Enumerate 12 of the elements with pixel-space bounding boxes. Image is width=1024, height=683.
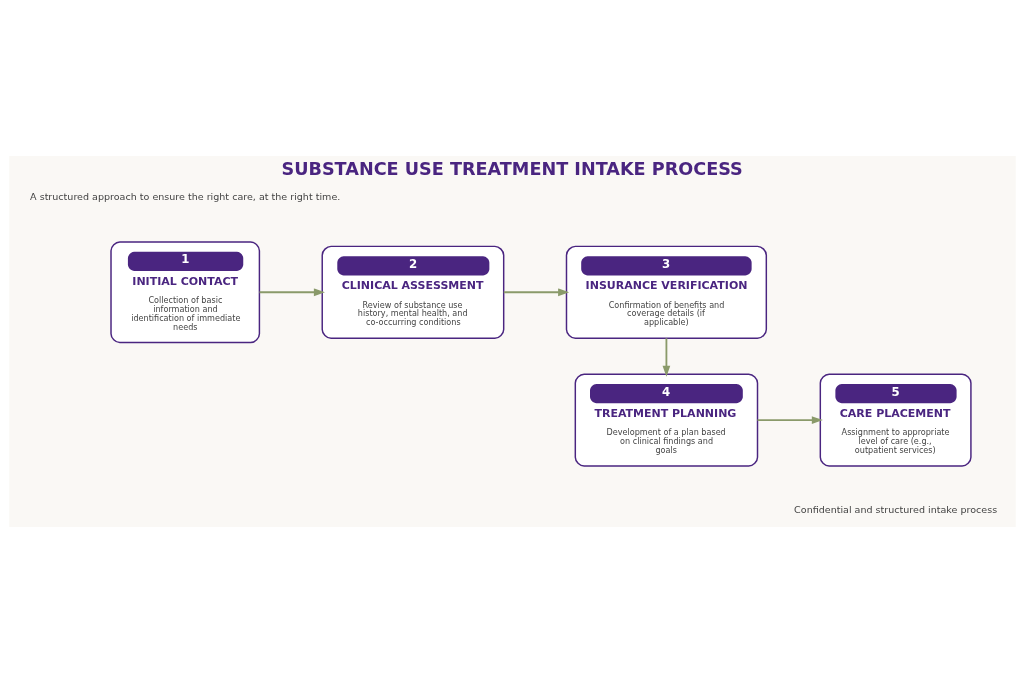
arrow xyxy=(502,288,569,297)
arrow xyxy=(756,416,823,424)
arrow xyxy=(258,288,325,297)
node-box: 3 INSURANCE VERIFICATION Confirmation of benefits and coverage details (if applicable) xyxy=(565,245,767,339)
node-box: 1 INITIAL CONTACT Collection of basic information and identification of immediate needs xyxy=(109,241,260,344)
diagram-title: SUBSTANCE USE TREATMENT INTAKE PROCESS xyxy=(280,159,743,180)
node-box: 2 CLINICAL ASSESSMENT Review of substance use history, mental health, and co-occurring conditions xyxy=(321,245,504,339)
node-box: 5 CARE PLACEMENT Assignment to appropriate level of care (e.g., outpatient services) xyxy=(819,373,972,467)
label: A structured approach to ensure the right care, at the right time. xyxy=(29,190,340,202)
arrow xyxy=(662,337,670,377)
node-box: 4 TREATMENT PLANNING Development of a plan based on clinical findings and goals xyxy=(574,373,758,467)
label: Confidential and structured intake process xyxy=(793,504,997,516)
